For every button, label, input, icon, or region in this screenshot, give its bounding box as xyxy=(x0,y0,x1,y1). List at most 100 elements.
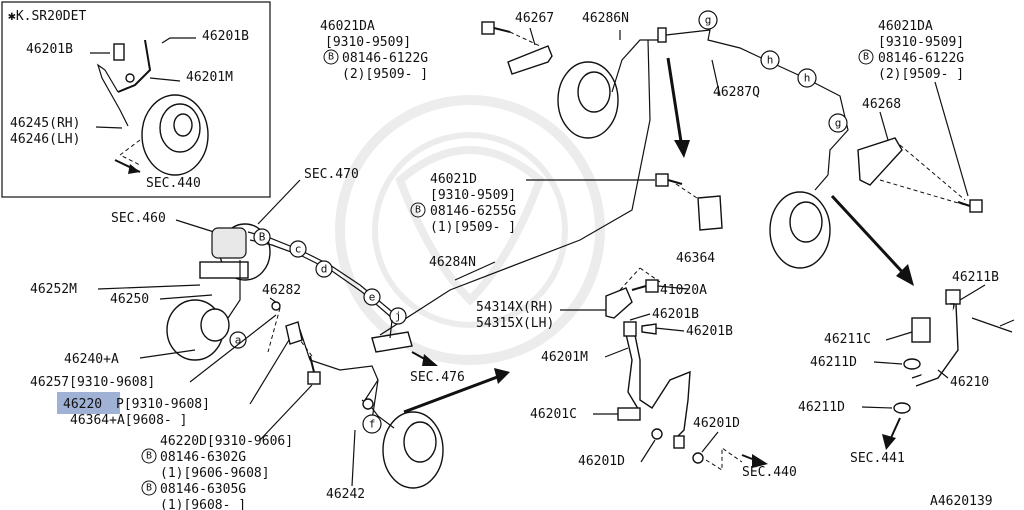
bolt-icon-b xyxy=(957,199,983,213)
label-46210: 46210 xyxy=(950,375,989,390)
label-46220P-highlight: 46220 xyxy=(63,397,102,412)
bolt-marker-b-a: B xyxy=(323,49,339,65)
callout-a: a xyxy=(229,331,247,349)
clip-46211B-icon xyxy=(971,317,1015,333)
svg-text:g: g xyxy=(705,14,712,27)
bracket-center-icon xyxy=(371,331,413,353)
label-46201B-a: 46201B xyxy=(652,307,699,322)
washer-46201D-icon xyxy=(692,452,704,464)
label-08146-6122G-a: 08146-6122G xyxy=(342,51,428,66)
svg-text:B: B xyxy=(146,451,152,462)
bolt-icon-c xyxy=(655,173,683,187)
label-sec460: SEC.460 xyxy=(111,211,166,226)
inset-sr20det: ✱K.SR20DET 46201B 46201B 46201M 46245(RH… xyxy=(1,1,271,198)
label-46268: 46268 xyxy=(862,97,901,112)
label-46201D-b: 46201D xyxy=(693,416,740,431)
bolt-marker-b-d: B xyxy=(141,448,157,464)
label-41020A: 41020A xyxy=(660,283,707,298)
svg-text:g: g xyxy=(835,117,842,130)
washer-46211D-a-icon xyxy=(903,358,921,370)
callout-g-top: g xyxy=(698,10,718,30)
label-46220D: 46220D[9310-9606] xyxy=(160,434,293,449)
direction-arrow-icon xyxy=(666,57,684,149)
callout-h-b: h xyxy=(797,68,817,88)
union-bolt-46201C-icon xyxy=(617,407,663,440)
inset-drum-icon xyxy=(141,94,209,176)
inset-washer-icon xyxy=(125,73,135,83)
diagram-id: A4620139 xyxy=(930,494,993,509)
label-9310-9509-b: [9310-9509] xyxy=(878,35,964,50)
bolt-marker-b-e: B xyxy=(141,480,157,496)
callout-h-a: h xyxy=(760,50,780,70)
svg-text:B: B xyxy=(259,231,266,244)
svg-text:d: d xyxy=(321,263,328,276)
inset-label-46246: 46246(LH) xyxy=(10,132,80,147)
label-46267: 46267 xyxy=(515,11,554,26)
label-sec476: SEC.476 xyxy=(410,370,465,385)
label-46364A: 46364+A[9608- ] xyxy=(70,413,187,428)
label-2-9509-b: (2)[9509- ] xyxy=(878,67,964,82)
direction-arrow-icon-b xyxy=(830,194,908,278)
inset-label-46201B-b: 46201B xyxy=(202,29,249,44)
block-46364-icon xyxy=(697,195,723,231)
label-46201M: 46201M xyxy=(541,350,588,365)
label-46364: 46364 xyxy=(676,251,715,266)
svg-text:B: B xyxy=(415,205,421,216)
label-54315X: 54315X(LH) xyxy=(476,316,554,331)
label-46201C: 46201C xyxy=(530,407,577,422)
inset-label-46201M: 46201M xyxy=(186,70,233,85)
label-46242: 46242 xyxy=(326,487,365,502)
svg-text:B: B xyxy=(328,52,334,63)
drum-bottom-icon xyxy=(382,411,444,489)
label-1-9606-9608: (1)[9606-9608] xyxy=(160,466,270,481)
callout-c: c xyxy=(289,240,307,258)
label-46211B: 46211B xyxy=(952,270,999,285)
label-46021D: 46021D xyxy=(430,172,477,187)
bolt-icon-d xyxy=(307,355,321,385)
svg-text:B: B xyxy=(146,483,152,494)
label-46284N: 46284N xyxy=(429,255,476,270)
label-46282: 46282 xyxy=(262,283,301,298)
watermark-emblem xyxy=(335,95,605,365)
hose-46210-icon xyxy=(911,289,961,387)
label-46211C: 46211C xyxy=(824,332,871,347)
label-08146-6305G: 08146-6305G xyxy=(160,482,246,497)
label-46257: 46257[9310-9608] xyxy=(30,375,155,390)
label-9310-9509-c: [9310-9509] xyxy=(430,188,516,203)
highlight-46220P xyxy=(57,392,120,414)
drum-right-icon xyxy=(769,191,831,269)
block-46220P-icon xyxy=(285,321,303,345)
label-46201D-a: 46201D xyxy=(578,454,625,469)
bracket-46267-icon xyxy=(507,45,553,75)
bolt-46211C-icon xyxy=(911,317,931,343)
label-46220P-rest: P[9310-9608] xyxy=(116,397,210,412)
inset-label-46201B-a: 46201B xyxy=(26,42,73,57)
label-54314X: 54314X(RH) xyxy=(476,300,554,315)
bolt-marker-b-b: B xyxy=(858,49,874,65)
svg-text:e: e xyxy=(369,291,376,304)
clip-icon-b xyxy=(362,398,374,410)
washer-icon-a xyxy=(271,301,281,311)
label-1-9509: (1)[9509- ] xyxy=(430,220,516,235)
callout-e: e xyxy=(363,288,381,306)
svg-text:a: a xyxy=(235,334,242,347)
label-46240A: 46240+A xyxy=(64,352,119,367)
label-1-9608: (1)[9608- ] xyxy=(160,498,246,510)
label-46211D-a: 46211D xyxy=(810,355,857,370)
bracket-46268-icon xyxy=(857,137,903,186)
svg-text:h: h xyxy=(767,54,774,67)
washer-46211D-b-icon xyxy=(893,402,911,414)
svg-text:f: f xyxy=(369,418,376,431)
clip-icon xyxy=(657,27,667,43)
inset-title: ✱K.SR20DET xyxy=(8,9,86,24)
callout-f: f xyxy=(362,414,382,434)
bolt-marker-b-c: B xyxy=(410,202,426,218)
bracket-54314X-icon xyxy=(605,287,633,319)
label-08146-6255G: 08146-6255G xyxy=(430,204,516,219)
callout-b: B xyxy=(253,228,271,246)
label-9310-9509-a: [9310-9509] xyxy=(325,35,411,50)
label-2-9509-a: (2)[9509- ] xyxy=(342,67,428,82)
callout-j: j xyxy=(389,307,407,325)
